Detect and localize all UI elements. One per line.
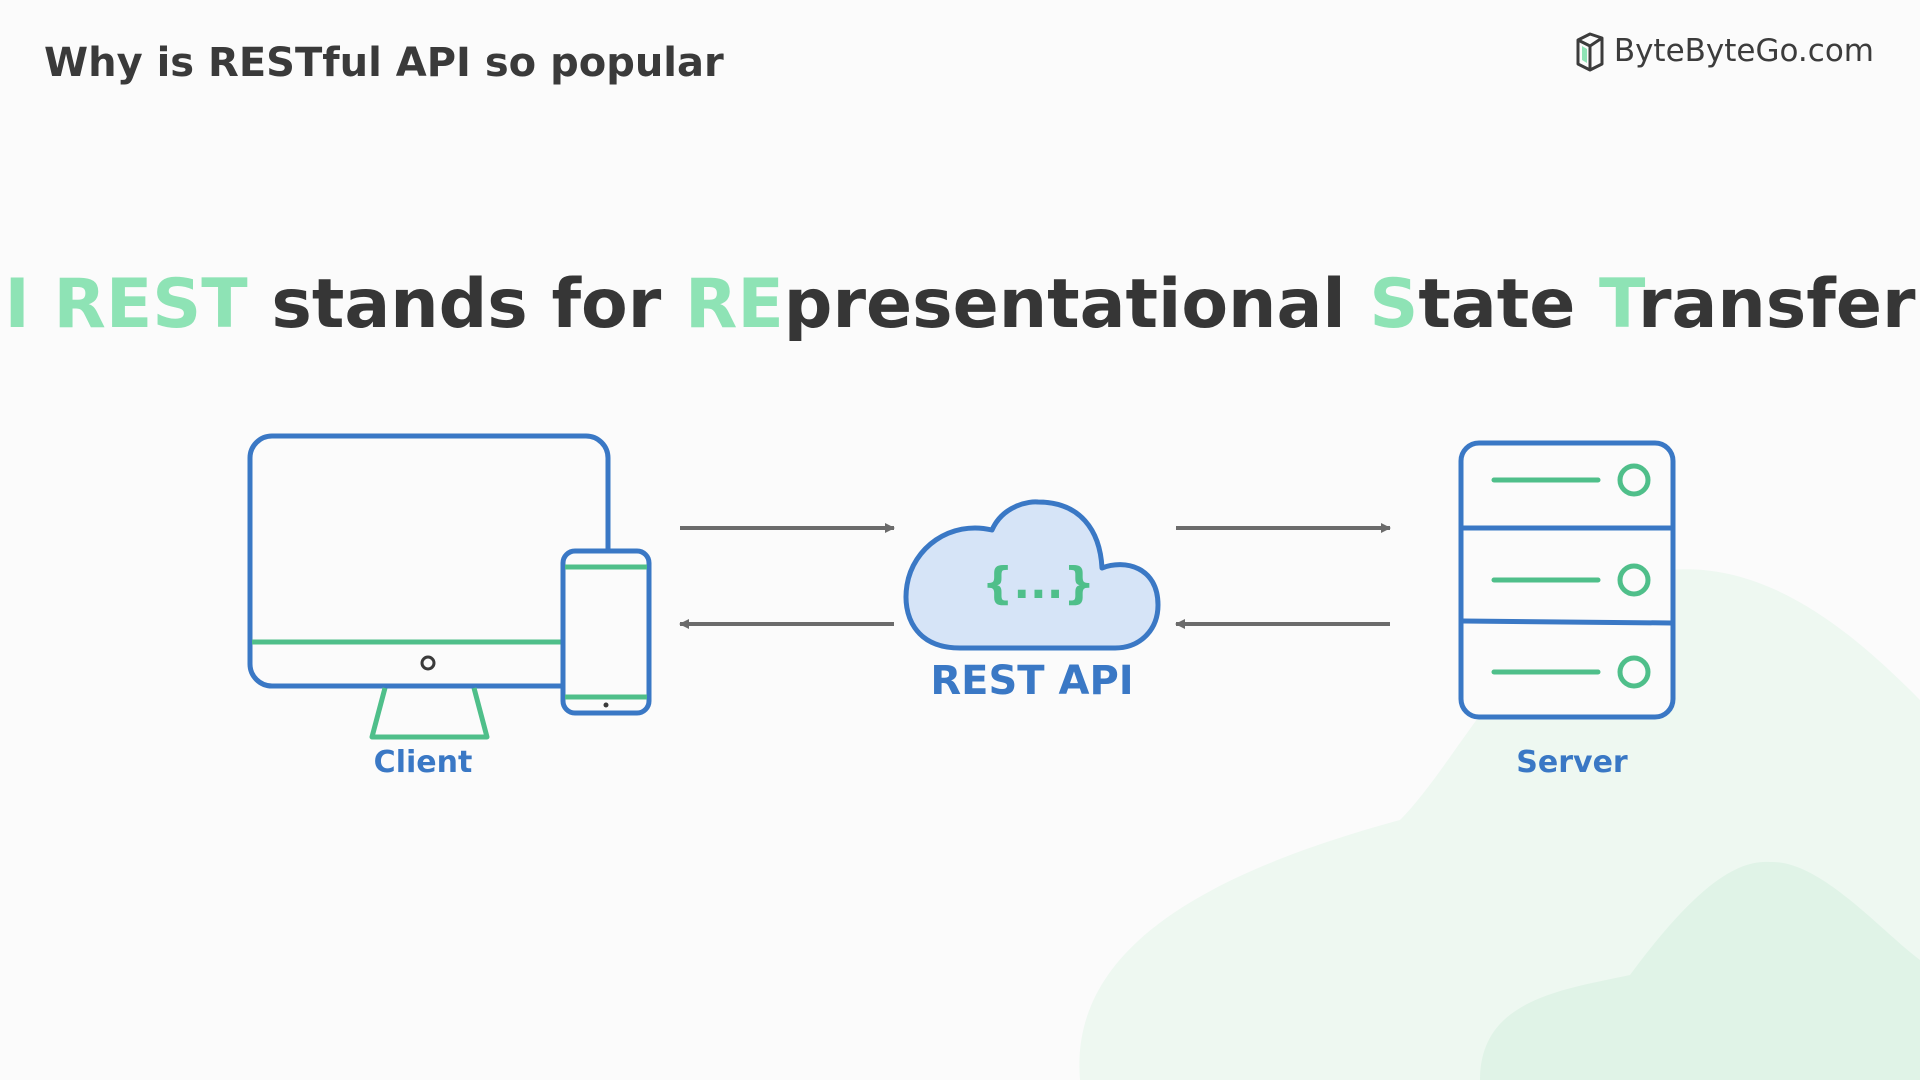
server-rack-icon	[1458, 440, 1676, 720]
headline-ransfer: ransfer	[1637, 265, 1916, 344]
headline-presentational: presentational	[783, 265, 1346, 344]
mobile-phone-icon	[560, 548, 652, 716]
headline-letter-t: T	[1599, 265, 1638, 344]
rest-api-label: REST API	[930, 658, 1134, 704]
rest-definition-headline: I REST stands for REpresentational State…	[0, 265, 1920, 344]
page-title: Why is RESTful API so popular	[44, 40, 724, 86]
bytebytego-logo-icon	[1576, 32, 1604, 72]
headline-letters-re: RE	[684, 265, 784, 344]
headline-stands-for: stands for	[271, 265, 662, 344]
brand-logo: ByteByteGo.com	[1574, 30, 1874, 72]
client-label: Client	[373, 745, 473, 780]
headline-tate: tate	[1418, 265, 1576, 344]
json-braces-symbol: {...}	[982, 558, 1095, 609]
headline-rest: REST	[53, 265, 248, 344]
bg-blob-darker	[1480, 861, 1920, 1080]
headline-marker: I	[4, 265, 30, 344]
server-label: Server	[1516, 745, 1628, 780]
brand-name: ByteByteGo.com	[1613, 33, 1874, 69]
rest-api-cloud-icon	[903, 499, 1161, 651]
desktop-monitor-icon	[247, 433, 611, 740]
headline-letter-s: S	[1369, 265, 1419, 344]
